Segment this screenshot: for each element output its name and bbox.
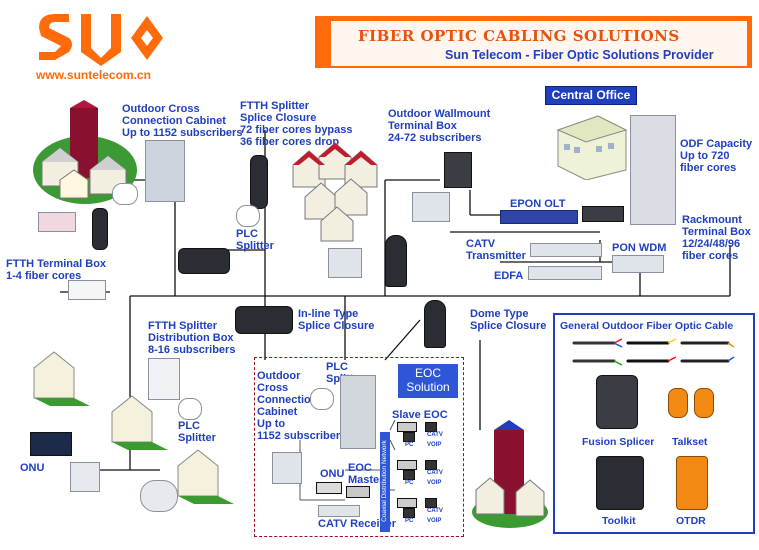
fiber-cables-icon <box>572 338 735 366</box>
pc-icon <box>403 432 415 442</box>
slave-eoc-group-2: PC CATV VOIP <box>395 458 453 490</box>
tv-icon <box>425 498 437 508</box>
label-cabinet-small: Outdoor Cross Connection Cabinet Up to 1… <box>257 370 347 442</box>
toolkit-icon <box>596 456 644 510</box>
slave-eoc-group-1: PC CATV VOIP <box>395 420 453 452</box>
epon-olt-device <box>500 210 578 224</box>
label-ftth-splitter-closure: FTTH Splitter Splice Closure 72 fiber co… <box>240 100 353 148</box>
pc-icon <box>403 508 415 518</box>
label-wallmount-box: Outdoor Wallmount Terminal Box 24-72 sub… <box>388 108 491 144</box>
closure-device <box>92 208 108 250</box>
product-panel <box>553 313 755 534</box>
label-voip: VOIP <box>427 442 442 448</box>
talkset-icon <box>668 382 714 422</box>
label-talkset: Talkset <box>672 436 708 448</box>
label-epon-olt: EPON OLT <box>510 198 566 210</box>
plc-splitter-coil-top <box>236 205 260 227</box>
inline-closure-top <box>178 248 230 274</box>
label-edfa: EDFA <box>494 270 524 282</box>
label-eoc-master: EOC Master <box>348 462 384 486</box>
odf-rack-device <box>630 115 676 225</box>
header-banner-inner <box>331 21 747 66</box>
coax-network-label: Coaxial Distribution Network <box>381 440 388 522</box>
eoc-region <box>254 357 464 537</box>
label-plc-splitter-top: PLC Splitter <box>236 228 274 252</box>
label-pon-wdm: PON WDM <box>612 242 667 254</box>
plc-splitter-coil-mid <box>310 388 334 410</box>
slave-eoc-group-3: PC CATV VOIP <box>395 496 453 528</box>
catv-receiver-device <box>318 505 360 517</box>
wallmount-terminal-open <box>412 192 450 222</box>
slave-eoc-device <box>397 460 417 470</box>
label-plc-splitter-left: PLC Splitter <box>178 420 216 444</box>
label-fusion-splicer: Fusion Splicer <box>582 436 655 448</box>
central-office-badge: Central Office <box>545 86 637 105</box>
label-rackmount: Rackmount Terminal Box 12/24/48/96 fiber… <box>682 214 751 262</box>
wallmount-box-device <box>444 152 472 188</box>
page-subtitle: Sun Telecom - Fiber Optic Solutions Prov… <box>445 48 714 62</box>
inline-closure-device <box>235 306 293 334</box>
label-dome-closure: Dome Type Splice Closure <box>470 308 547 332</box>
label-inline-closure: In-line Type Splice Closure <box>298 308 375 332</box>
apartment-building-icon <box>472 420 548 528</box>
catv-transmitter-device <box>530 243 602 257</box>
tv-icon <box>425 422 437 432</box>
edfa-device <box>528 266 602 280</box>
eoc-master-device <box>346 486 370 498</box>
label-slave-eoc: Slave EOC <box>392 409 448 421</box>
label-catv: CATV <box>427 432 443 438</box>
label-catv: CATV <box>427 470 443 476</box>
houses-left-icon <box>33 351 234 504</box>
slave-eoc-device <box>397 422 417 432</box>
label-pc: PC <box>405 442 414 448</box>
fusion-splicer-icon <box>596 375 638 429</box>
houses-cluster-icon <box>292 142 378 242</box>
label-pc: PC <box>405 518 414 524</box>
adapter-panel-bottom <box>140 480 178 512</box>
label-catv-transmitter: CATV Transmitter <box>466 238 526 262</box>
coax-network-bar <box>380 432 390 532</box>
splitter-coil-device <box>112 183 138 205</box>
dome-closure-device <box>424 300 446 348</box>
eoc-solution-badge: EOC Solution <box>398 364 458 398</box>
sun-logo <box>39 14 163 66</box>
website-url[interactable]: www.suntelecom.cn <box>36 68 151 82</box>
label-ftth-terminal: FTTH Terminal Box 1-4 fiber cores <box>6 258 107 282</box>
tv-icon <box>425 460 437 470</box>
label-pc: PC <box>405 480 414 486</box>
onu-left-device <box>30 432 72 456</box>
label-otdr: OTDR <box>676 515 706 527</box>
label-onu-mid: ONU <box>320 468 345 480</box>
label-onu-left: ONU <box>20 462 45 474</box>
wall-box-eoc <box>272 452 302 484</box>
pc-icon <box>403 470 415 480</box>
terminal-box-mid <box>328 248 362 278</box>
pon-wdm-device <box>612 255 664 273</box>
label-voip: VOIP <box>427 518 442 524</box>
ftth-terminal-device <box>68 280 106 300</box>
terminal-box-bottom-left <box>70 462 100 492</box>
splitter-closure-device <box>250 155 268 209</box>
label-ftth-dist-box: FTTH Splitter Distribution Box 8-16 subs… <box>148 320 236 356</box>
page-title: FIBER OPTIC CABLING SOLUTIONS <box>358 27 680 45</box>
otdr-icon <box>676 456 708 510</box>
cross-cabinet-device <box>145 140 185 202</box>
label-odf: ODF Capacity Up to 720 fiber cores <box>680 138 753 174</box>
switch-device <box>582 206 624 222</box>
plc-splitter-coil-left <box>178 398 202 420</box>
slave-eoc-device <box>397 498 417 508</box>
panel-title: General Outdoor Fiber Optic Cable <box>560 320 734 332</box>
dome-closure-mid <box>385 235 407 287</box>
central-office-building-icon <box>556 115 628 180</box>
label-catv: CATV <box>427 508 443 514</box>
ftth-dist-box-device <box>148 358 180 400</box>
label-cross-cabinet: Outdoor Cross Connection Cabinet Up to 1… <box>122 103 243 139</box>
label-toolkit: Toolkit <box>602 515 636 527</box>
cabinet-small-device <box>340 375 376 449</box>
onu-mid-device <box>316 482 342 494</box>
label-voip: VOIP <box>427 480 442 486</box>
small-terminal-device <box>38 212 76 232</box>
